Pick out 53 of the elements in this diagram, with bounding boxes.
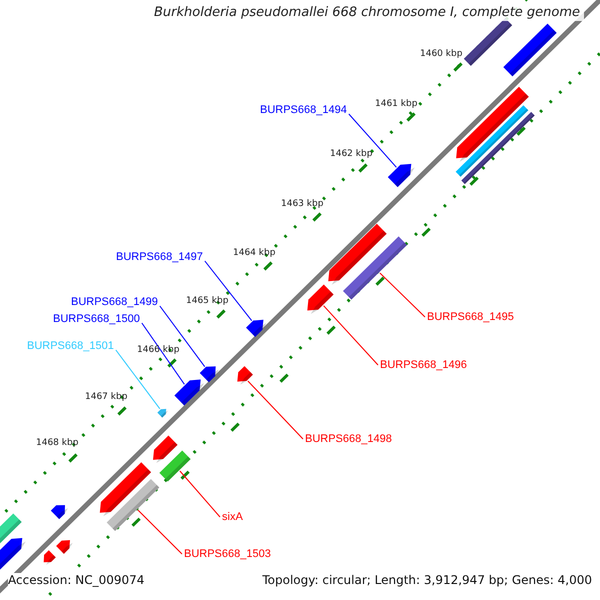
gene-feature [174, 379, 204, 406]
leader-line [115, 350, 160, 410]
tick-label: 1464 kbp [233, 248, 276, 259]
gene-feature [159, 450, 191, 482]
tick-label: 1466 kbp [137, 345, 180, 356]
gene-feature [503, 24, 557, 76]
gene-feature [237, 366, 253, 385]
gene-feature [342, 236, 408, 300]
gene-feature [461, 112, 535, 184]
gene-feature [50, 505, 68, 520]
leader-line [179, 470, 220, 518]
gene-label: BURPS668_1501 [27, 340, 114, 353]
gene-feature [464, 18, 512, 66]
gene-feature [456, 86, 529, 162]
tick-label: 1463 kbp [281, 199, 324, 210]
gene-feature [0, 538, 26, 571]
leader-line [323, 305, 378, 366]
tick-label: 1468 kbp [36, 438, 78, 449]
gene-feature [44, 550, 56, 565]
leader-line [348, 114, 397, 168]
gene-label: BURPS668_1500 [53, 313, 140, 326]
gene-feature [328, 224, 387, 285]
gene-feature [157, 408, 168, 418]
gene-feature [246, 320, 267, 337]
gene-feature [100, 462, 152, 516]
gene-feature [456, 105, 528, 177]
gene-label: BURPS668_1496 [380, 359, 467, 372]
genome-info-text: Topology: circular; Length: 3,912,947 bp; Genes: 4,000 [262, 573, 592, 587]
tick-label: 1461 kbp [375, 99, 418, 110]
gene-label: BURPS668_1494 [260, 104, 347, 117]
gene-feature [307, 284, 334, 314]
leader-line [247, 380, 304, 440]
leader-line [379, 272, 426, 318]
gene-feature [388, 164, 415, 188]
accession-text: Accession: NC_009074 [8, 573, 144, 587]
tick-label: 1465 kbp [186, 296, 228, 307]
gene-label: sixA [222, 511, 243, 524]
gene-feature [106, 479, 160, 531]
leader-line [159, 306, 206, 368]
gene-label: BURPS668_1503 [184, 548, 271, 561]
gene-label: BURPS668_1495 [427, 311, 514, 324]
gene-feature [56, 540, 73, 554]
gene-label: BURPS668_1497 [116, 251, 203, 264]
tick-label: 1467 kbp [85, 392, 128, 403]
gene-feature [153, 436, 178, 464]
leader-line [137, 510, 182, 554]
leader-line [141, 322, 185, 385]
gene-label: BURPS668_1498 [305, 433, 392, 446]
leader-line [204, 260, 252, 322]
gene-label: BURPS668_1499 [71, 296, 158, 309]
tick-label: 1462 kbp [330, 149, 372, 160]
gene-feature [200, 366, 219, 382]
tick-label: 1460 kbp [420, 49, 462, 60]
